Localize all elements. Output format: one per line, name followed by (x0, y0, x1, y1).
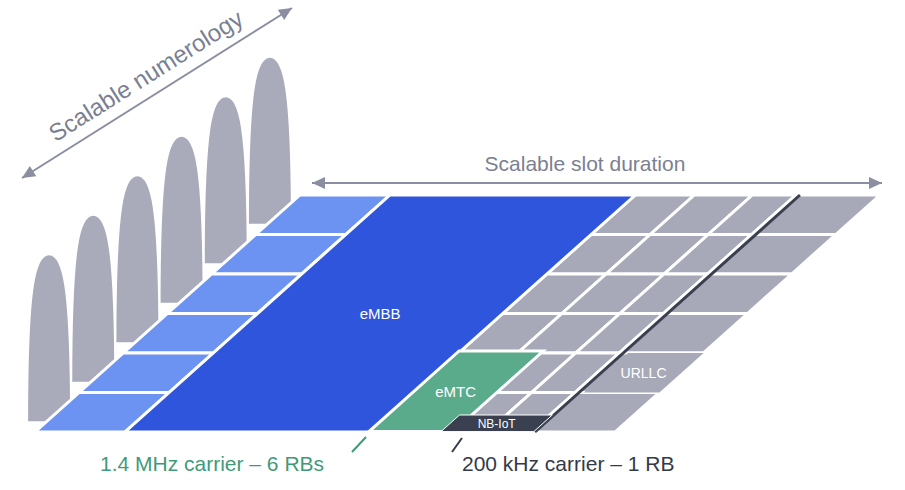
slot-cell (752, 195, 880, 235)
arrow-head (22, 166, 36, 178)
region-fill (441, 415, 552, 432)
slot-cell (531, 393, 659, 433)
region-fill (125, 195, 635, 432)
slot-cell (619, 314, 747, 354)
dimension-arrow (22, 8, 292, 178)
leader-line (352, 437, 366, 452)
subcarrier-bell (248, 57, 292, 225)
nbiot-strip: NB-IoT (441, 415, 552, 432)
dimension-arrow (312, 182, 882, 184)
subcarrier-bell (71, 215, 115, 383)
region-label: NB-IoT (478, 418, 516, 430)
region-label: eMTC (435, 384, 476, 399)
subcarrier-bell (160, 136, 204, 304)
region-label: eMBB (360, 306, 401, 321)
slot-cell (708, 235, 836, 275)
arrow-head (312, 177, 325, 189)
subcarrier-bell (27, 254, 71, 422)
embb-region: eMBB (125, 195, 635, 432)
leader-line (452, 438, 462, 452)
arrow-head (278, 8, 292, 20)
carrier-label: 1.4 MHz carrier – 6 RBs (100, 452, 324, 475)
axis-label: Scalable slot duration (485, 152, 686, 175)
region-label: URLLC (621, 366, 667, 380)
region-fill (584, 353, 704, 393)
slot-cell (663, 274, 791, 314)
subcarrier-bell (204, 96, 248, 264)
subcarrier-bell (115, 175, 159, 343)
slot-cell (575, 353, 703, 393)
arrow-head (869, 177, 882, 189)
urllc-cell: URLLC (584, 353, 704, 393)
carrier-label: 200 kHz carrier – 1 RB (462, 452, 674, 475)
